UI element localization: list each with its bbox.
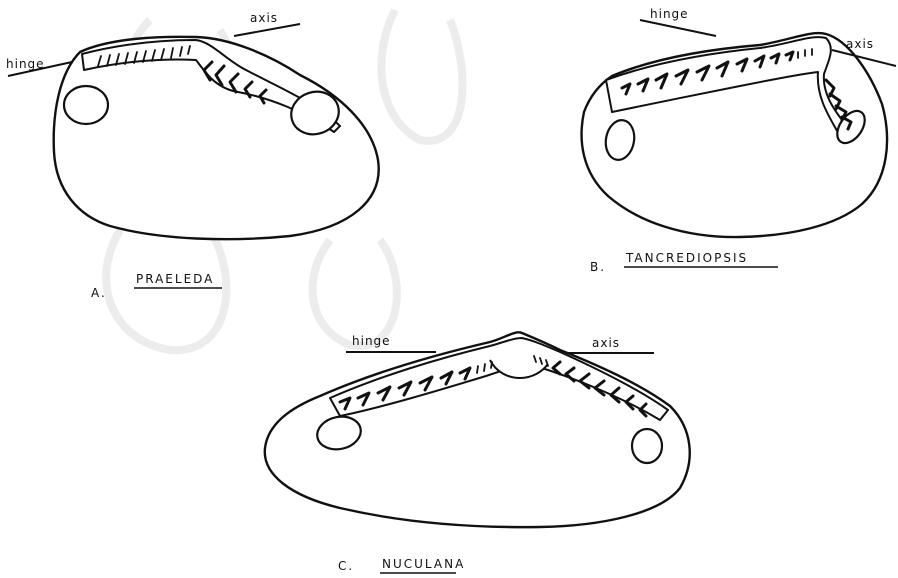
- axis-label-c: axis: [592, 336, 620, 350]
- axis-label-a: axis: [250, 11, 278, 25]
- figure-name-b: TANCREDIOPSIS: [625, 251, 748, 265]
- figure-letter-a: A.: [91, 286, 107, 300]
- axis-label-b: axis: [846, 37, 874, 51]
- muscle-scar-posterior-c: [632, 429, 662, 463]
- figure-name-a: PRAELEDA: [136, 272, 214, 286]
- figure-letter-c: C.: [338, 559, 354, 573]
- hinge-label-c: hinge: [352, 334, 391, 348]
- figure-letter-b: B.: [590, 260, 606, 274]
- hinge-label-a: hinge: [6, 57, 45, 71]
- axis-pointer-line-a: [234, 24, 300, 36]
- figure-b-tancrediopsis: hinge axis B. TANCREDIOPSIS: [582, 7, 896, 274]
- figure-c-nuculana: hinge axis C. NUCULANA: [265, 332, 690, 573]
- figure-name-c: NUCULANA: [382, 557, 465, 571]
- hinge-label-b: hinge: [650, 7, 689, 21]
- muscle-scar-anterior-a: [64, 86, 108, 124]
- hinge-pointer-line-b: [640, 20, 716, 36]
